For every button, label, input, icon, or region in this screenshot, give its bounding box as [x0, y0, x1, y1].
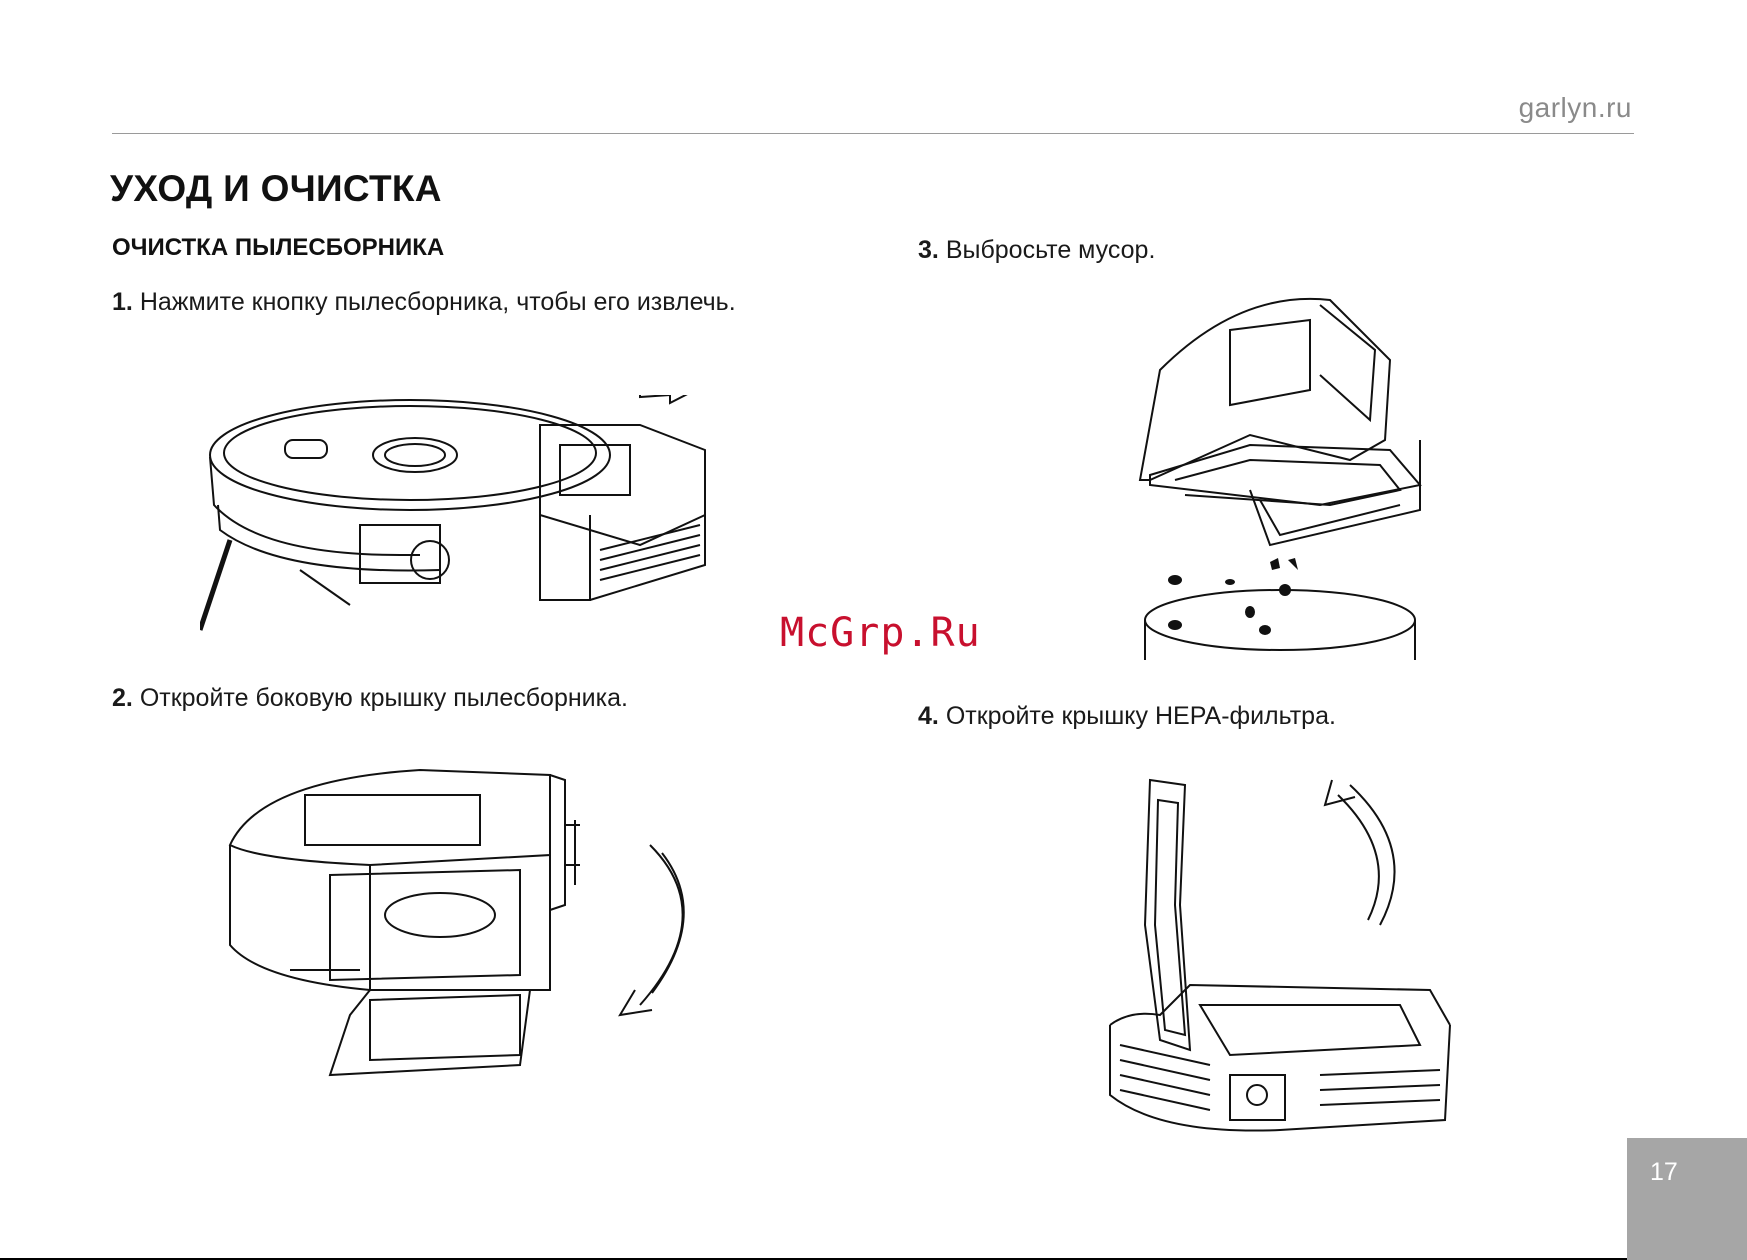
- empty-trash-illustration: [1130, 290, 1430, 660]
- page-title: УХОД И ОЧИСТКА: [110, 168, 442, 210]
- step-2: 2. Откройте боковую крышку пылесборника.: [112, 680, 628, 716]
- section-subtitle: ОЧИСТКА ПЫЛЕСБОРНИКА: [112, 234, 444, 262]
- step-3-number: 3.: [918, 236, 939, 264]
- step-1: 1. Нажмите кнопку пылесборника, чтобы ег…: [112, 284, 752, 320]
- site-url: garlyn.ru: [1519, 92, 1632, 124]
- step-2-text: Откройте боковую крышку пылесборника.: [140, 684, 628, 712]
- step-1-number: 1.: [112, 288, 133, 316]
- dust-bin-side-lid-illustration: [220, 765, 710, 1095]
- header-divider: [112, 133, 1634, 134]
- step-4-number: 4.: [918, 702, 939, 730]
- step-3: 3. Выбросьте мусор.: [918, 232, 1155, 268]
- step-2-number: 2.: [112, 684, 133, 712]
- page-number-box: [1627, 1138, 1747, 1260]
- robot-vacuum-illustration: [200, 395, 720, 635]
- hepa-filter-cover-illustration: [1100, 775, 1460, 1135]
- page-number: 17: [1650, 1158, 1678, 1187]
- step-3-text: Выбросьте мусор.: [946, 236, 1156, 264]
- step-4: 4. Откройте крышку HEPA-фильтра.: [918, 698, 1336, 734]
- watermark: McGrp.Ru: [780, 610, 981, 656]
- step-1-text: Нажмите кнопку пылесборника, чтобы его и…: [140, 288, 736, 316]
- step-4-text: Откройте крышку HEPA-фильтра.: [946, 702, 1336, 730]
